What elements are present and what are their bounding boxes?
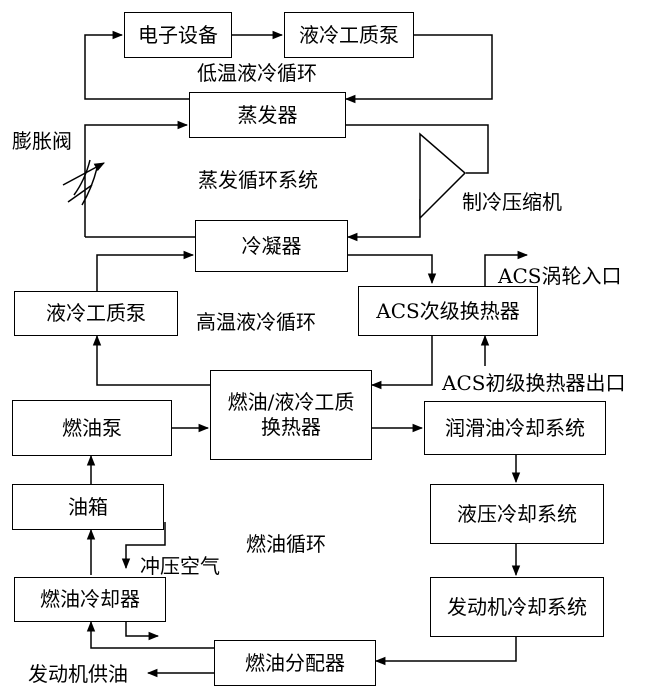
engine-cooling-box: 发动机冷却系统 bbox=[430, 577, 604, 637]
acs-secondary-hx-box: ACS次级换热器 bbox=[358, 286, 538, 336]
fuel-loop-label: 燃油循环 bbox=[246, 532, 326, 556]
wire-compressor-to-condenser bbox=[346, 199, 421, 242]
fuel-distributor-box: 燃油分配器 bbox=[214, 640, 376, 686]
wire-distributor-to-cooler bbox=[86, 620, 214, 649]
wire-ram-air-out bbox=[125, 622, 160, 641]
hydraulic-cooling-box: 液压冷却系统 bbox=[430, 484, 604, 544]
condenser-box: 冷凝器 bbox=[195, 220, 348, 272]
wire-condenser-to-acs bbox=[348, 254, 437, 285]
acs-primary-outlet-label: ACS初级换热器出口 bbox=[442, 371, 626, 395]
fuel-coolant-hx-box: 燃油/液冷工质 换热器 bbox=[210, 370, 372, 460]
compressor-label: 制冷压缩机 bbox=[462, 190, 562, 214]
high-temp-loop-label: 高温液冷循环 bbox=[196, 310, 316, 334]
fuel-cooler-box: 燃油冷却器 bbox=[14, 577, 166, 622]
engine-fuel-supply-label: 发动机供油 bbox=[28, 662, 128, 686]
wire-engine-to-distributor bbox=[374, 637, 517, 666]
wire-pump-to-evaporator bbox=[344, 34, 493, 104]
wire-acs-to-fuel-hx bbox=[370, 334, 433, 390]
wire-ram-air-in bbox=[121, 522, 166, 570]
fuel-pump-box: 燃油泵 bbox=[12, 400, 172, 456]
fuel-tank-box: 油箱 bbox=[12, 484, 164, 530]
wire-fuel-hx-to-pump-left bbox=[92, 334, 210, 386]
wire-pump-left-to-condenser bbox=[96, 250, 195, 291]
wire-acs-to-turbine bbox=[484, 250, 529, 286]
coolant-pump-left-box: 液冷工质泵 bbox=[14, 291, 178, 336]
wire-evaporator-to-compressor bbox=[346, 124, 489, 174]
evap-cycle-label: 蒸发循环系统 bbox=[198, 168, 318, 192]
lube-oil-cooling-box: 润滑油冷却系统 bbox=[424, 401, 606, 455]
compressor-icon bbox=[419, 132, 467, 220]
ram-air-label: 冲压空气 bbox=[140, 554, 220, 578]
acs-turbine-inlet-label: ACS涡轮入口 bbox=[498, 264, 622, 288]
wire-evaporator-to-equipment bbox=[84, 30, 189, 100]
coolant-pump-top-box: 液冷工质泵 bbox=[284, 12, 414, 58]
expansion-valve-label: 膨胀阀 bbox=[12, 129, 72, 153]
evaporator-box: 蒸发器 bbox=[189, 92, 346, 138]
expansion-valve-icon bbox=[62, 159, 105, 206]
wire-valve-to-evaporator bbox=[84, 120, 189, 237]
electronic-equipment-box: 电子设备 bbox=[124, 12, 232, 58]
low-temp-loop-label: 低温液冷循环 bbox=[197, 61, 317, 85]
